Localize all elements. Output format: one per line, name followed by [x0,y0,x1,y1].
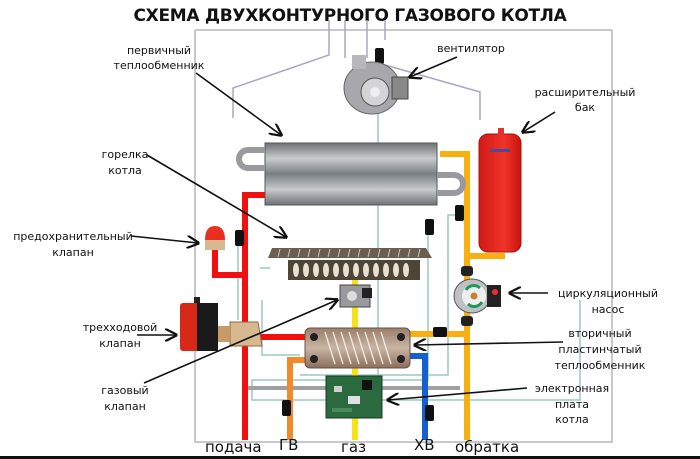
fan-icon [343,55,409,115]
label-expansion-tank-1: расширительный [534,86,636,99]
label-primary-hx-1: первичный [126,44,192,57]
sensor-burner [425,219,434,235]
sensor-return [455,205,464,221]
label-pump-2: насос [591,303,625,316]
pipe-label-cold-water: ХВ [414,436,435,454]
label-fan: вентилятор [437,42,505,55]
sensor-exchanger [433,327,447,337]
gas-valve-icon [339,284,372,308]
label-gas-valve-2: клапан [104,400,146,413]
label-control-board-3: котла [555,413,589,426]
secondary-heat-exchanger-icon [304,327,411,369]
label-burner-2: котла [108,164,142,177]
sensor-cold-water [425,405,434,421]
safety-valve-icon [205,226,225,250]
sensor-hot-water [282,400,291,416]
pipe-label-hot-water: ГВ [279,436,299,454]
label-three-way-valve-2: клапан [99,337,141,350]
diagram-title: СХЕМА ДВУХКОНТУРНОГО ГАЗОВОГО КОТЛА [133,6,567,26]
label-secondary-hx-3: теплообменник [554,359,646,372]
sensor-fan [375,48,384,64]
pipe-label-return: обратка [455,438,520,456]
primary-heat-exchanger-icon [236,142,466,206]
label-expansion-tank-2: бак [574,101,596,114]
label-pump-1: циркуляционный [557,287,658,300]
label-safety-valve-2: клапан [52,246,94,259]
label-control-board-2: плата [554,398,590,411]
label-gas-valve-1: газовый [101,384,149,397]
label-control-board-1: электронная [534,382,610,395]
label-safety-valve-1: предохранительный [13,230,133,243]
sensor-supply [235,230,244,246]
label-secondary-hx-1: вторичный [568,327,632,340]
control-board-icon [325,375,383,419]
pipe-label-supply: подача [205,438,262,456]
sensors [235,48,464,421]
pointer-arrows [130,56,564,400]
label-burner-1: горелка [101,148,149,161]
label-primary-hx-2: теплообменник [113,59,205,72]
bottom-divider [0,456,700,459]
circulation-pump-icon [453,266,501,326]
pipe-label-gas: газ [341,438,367,456]
label-secondary-hx-2: пластинчатый [558,343,642,356]
label-three-way-valve-1: трехходовой [82,321,158,334]
three-way-valve-icon [180,297,263,351]
expansion-tank-icon [478,128,522,253]
burner-icon [268,248,432,280]
